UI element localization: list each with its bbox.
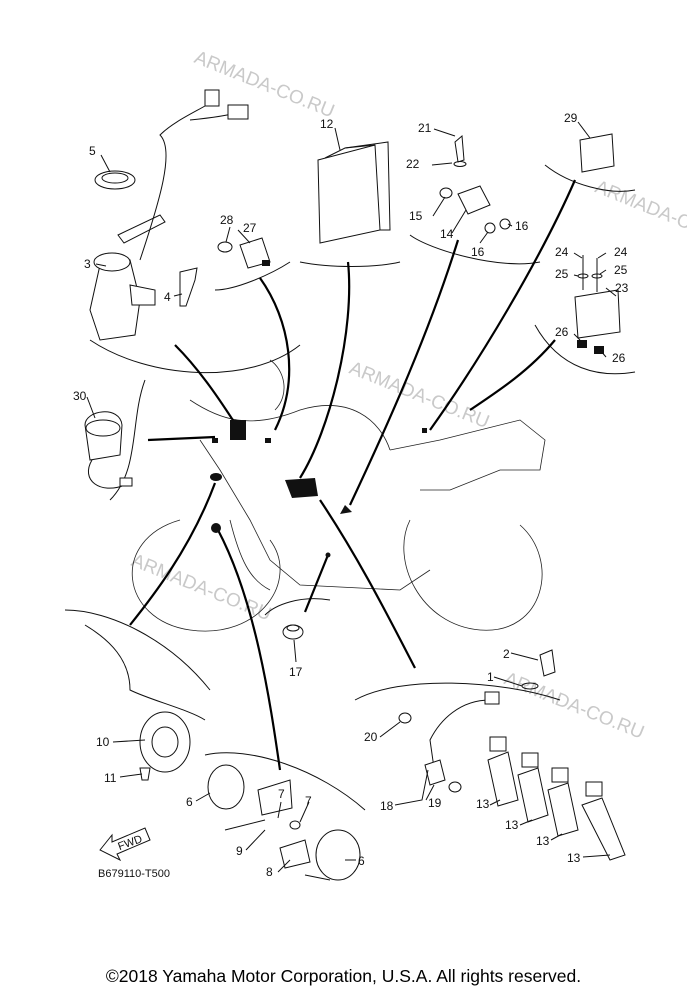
callout-label: 13 <box>505 818 519 832</box>
diagram-code: B679110-T500 <box>98 868 170 880</box>
callout-label: 23 <box>615 281 629 295</box>
callout-label: 18 <box>380 799 394 813</box>
callout-label: 22 <box>406 157 420 171</box>
callout-label: 13 <box>567 851 581 865</box>
fwd-arrow-icon: FWD <box>99 827 151 862</box>
cover-icon <box>315 829 361 881</box>
callout-label: 7 <box>305 794 312 808</box>
callout-label: 10 <box>96 735 110 749</box>
label-leaders <box>86 121 617 873</box>
callout-label: 15 <box>409 209 423 223</box>
pressure-switch-icon <box>282 624 304 640</box>
callout-label: 17 <box>289 665 303 679</box>
callout-label: 7 <box>278 787 285 801</box>
callout-label: 1 <box>487 670 494 684</box>
callout-label: 8 <box>266 865 273 879</box>
callout-label: 2 <box>503 647 510 661</box>
callout-label: 30 <box>73 389 87 403</box>
lock-cover-icon <box>94 170 136 190</box>
relay-icon <box>579 133 615 173</box>
callout-label: 11 <box>104 771 117 785</box>
sensor-assembly <box>439 134 511 234</box>
callout-label: 20 <box>364 730 378 744</box>
injector-icon <box>581 797 626 861</box>
callout-label: 13 <box>536 834 550 848</box>
leader-lines <box>129 179 577 771</box>
callout-label: 24 <box>555 245 569 259</box>
callout-label: 9 <box>236 844 243 858</box>
callout-label: 4 <box>164 290 171 304</box>
ecu-icon <box>317 144 381 244</box>
callout-label: 14 <box>440 227 454 241</box>
callout-label: 21 <box>418 121 432 135</box>
cover-icon <box>207 764 245 810</box>
motorcycle-outline <box>131 359 546 632</box>
callout-label: 24 <box>614 245 628 259</box>
key-icon <box>117 214 166 244</box>
callout-label: 25 <box>614 263 628 277</box>
relay-assembly <box>574 133 621 354</box>
callout-bubbles <box>64 164 636 811</box>
watermark: ARMADA-CO.RU <box>128 550 274 625</box>
horn-assembly <box>84 624 206 781</box>
sensor-icon <box>454 134 465 163</box>
callout-labels: 1 2 3 4 5 6 6 7 7 8 9 10 11 12 13 13 13 … <box>73 111 629 879</box>
callout-label: 16 <box>471 245 485 259</box>
bolt-icon <box>139 767 151 781</box>
socket-assembly <box>84 411 133 489</box>
callout-label: 26 <box>612 351 626 365</box>
injector-assembly <box>487 736 626 861</box>
throttle-sensor-icon <box>457 185 491 215</box>
callout-label: 27 <box>243 221 257 235</box>
copyright-notice: ©2018 Yamaha Motor Corporation, U.S.A. A… <box>105 966 582 986</box>
stop-switch-assembly <box>207 764 361 881</box>
main-switch-assembly <box>89 89 249 341</box>
watermark: ARMADA-CO.RU <box>501 668 647 743</box>
callout-label: 16 <box>515 219 529 233</box>
injector-icon <box>547 782 579 837</box>
callout-label: 29 <box>564 111 578 125</box>
mount-markers <box>210 420 427 558</box>
callout-label: 13 <box>476 797 490 811</box>
o2-sensor-assembly <box>398 649 556 793</box>
ecu-assembly <box>317 141 391 244</box>
callout-label: 26 <box>555 325 569 339</box>
callout-label: 12 <box>320 117 334 131</box>
injector-icon <box>517 767 549 823</box>
fwd-label: FWD <box>116 833 144 853</box>
key-icon <box>179 267 198 307</box>
callout-label: 3 <box>84 257 91 271</box>
callout-label: 6 <box>186 795 193 809</box>
watermark: ARMADA-CO.RU <box>592 177 687 252</box>
sensor-bolt-assembly <box>217 237 271 269</box>
sensor-icon <box>539 649 556 677</box>
callout-label: 25 <box>555 267 569 281</box>
sensor-17 <box>282 624 304 640</box>
injector-icon <box>487 751 519 807</box>
watermark: ARMADA-CO.RU <box>191 47 337 122</box>
callout-label: 28 <box>220 213 234 227</box>
wire-harness-icon <box>139 99 216 261</box>
callout-label: 6 <box>358 854 365 868</box>
callout-label: 5 <box>89 144 96 158</box>
callout-label: 19 <box>428 796 442 810</box>
horn-icon <box>139 711 191 773</box>
